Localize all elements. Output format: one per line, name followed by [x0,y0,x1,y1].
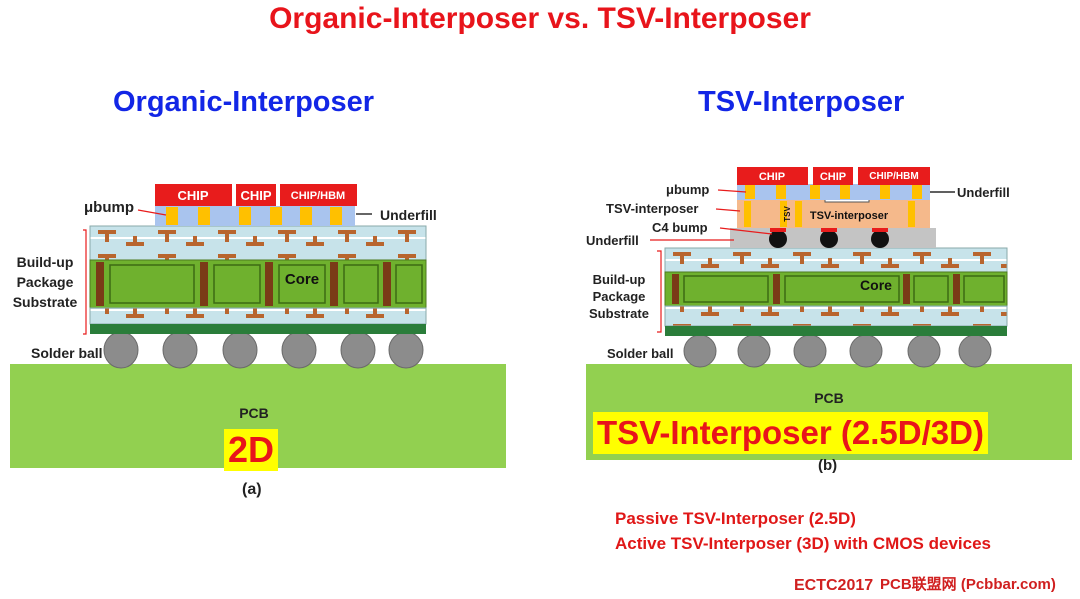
solder-mask [90,324,426,334]
chip-hbm-right [858,167,930,185]
solder-balls-right [683,334,992,368]
buildup-line-2: Package [16,274,74,290]
badge-tsv: TSV-Interposer (2.5D/3D) [593,412,988,454]
tsv-interposer-inner-label: TSV-interposer [810,210,889,222]
core-segments [109,264,423,304]
buildup-right-line-1: Build-up [592,272,646,287]
substrate-bottom-buildup-right [664,305,1008,327]
chip-1-right-label: CHIP [759,171,785,183]
chip-2-label: CHIP [240,188,271,203]
microbumps [166,207,342,225]
chip-2-right [813,167,853,185]
chip-hbm [280,184,357,206]
footer-source: ECTC2017 [794,577,874,594]
tsv-pillars [744,201,915,227]
tsv-interposer-body [737,200,930,228]
right-leader-lines [650,189,955,333]
left-leader-lines [83,209,372,335]
core-label-left: Core [285,271,319,288]
core-vias [96,262,391,306]
buildup-right-line-3: Substrate [589,306,649,321]
tsv-interposer-label: TSV-interposer [606,201,699,216]
buildup-right-line-2: Package [592,289,646,304]
substrate-core [89,259,427,309]
buildup-label-left: Build-up Package Substrate [10,252,80,312]
microbumps-right [745,185,922,199]
substrate-top-buildup-right [664,247,1008,273]
solder-balls [103,331,424,369]
chip-1-label: CHIP [177,188,208,203]
underfill-label-right: Underfill [586,233,639,248]
c4-bumps [769,226,889,248]
note-active: Active TSV-Interposer (3D) with CMOS dev… [615,534,991,553]
chips-left: CHIP CHIP CHIP/HBM [155,184,357,206]
core-segments-right [683,275,1005,303]
tsv-vertical-label: TSV [783,206,792,222]
ubump-label-left: μbump [84,199,135,216]
caption-b: (b) [818,457,838,474]
solder-ball-label-left: Solder ball [31,345,103,361]
chip-1 [155,184,232,206]
chip-2-right-label: CHIP [820,171,846,183]
tsv-heading: TSV-Interposer [698,86,905,118]
solder-mask-right [665,326,1007,336]
chip-2 [236,184,276,206]
chips-right: CHIP CHIP CHIP/HBM [737,167,930,185]
ubump-label-right: μbump [666,182,710,197]
badge-2d: 2D [224,429,279,471]
substrate-core-right [664,271,1008,307]
organic-heading: Organic-Interposer [113,86,375,118]
caption-a: (a) [242,481,262,498]
buildup-label-right: Build-up Package Substrate [584,271,654,322]
buildup-line-3: Substrate [12,294,78,310]
c4-bump-label: C4 bump [652,220,708,235]
note-passive: Passive TSV-Interposer (2.5D) [615,509,856,528]
substrate-bottom-buildup [89,307,427,325]
solder-ball-label-right: Solder ball [607,346,674,361]
pcb-label-left: PCB [239,405,269,421]
core-label-right: Core [860,277,892,293]
chip-hbm-label: CHIP/HBM [291,190,345,202]
buildup-line-1: Build-up [16,254,74,270]
chip-hbm-right-label: CHIP/HBM [869,171,918,182]
organic-package: CHIP CHIP CHIP/HBM Core PCB [10,184,506,468]
slide-title: Organic-Interposer vs. TSV-Interposer [269,2,811,35]
pcb-label-right: PCB [814,390,844,406]
underfill-top-label-right: Underfill [957,185,1010,200]
watermark: PCB联盟网 (Pcbbar.com) [880,576,1056,593]
substrate-top-buildup [89,225,427,261]
chip-1-right [737,167,808,185]
core-vias-right [672,274,960,304]
underfill-label-left: Underfill [380,207,437,223]
ubump-layer-right [737,184,930,200]
underfill-layer [155,206,355,226]
